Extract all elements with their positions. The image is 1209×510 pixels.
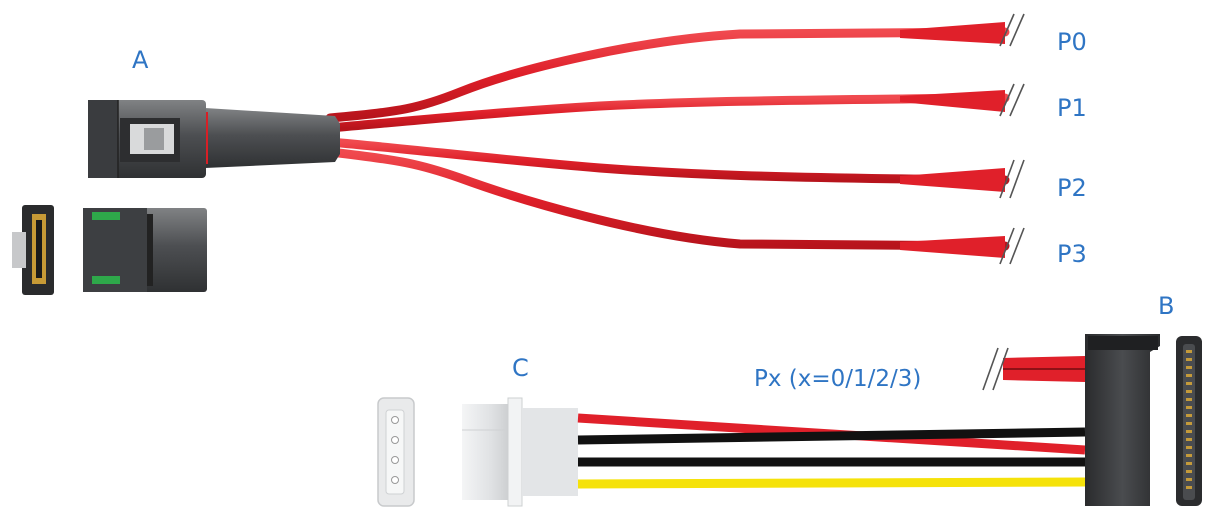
label-p0: P0 xyxy=(1057,28,1087,56)
label-px: Px (x=0/1/2/3) xyxy=(754,366,921,392)
fanout-cables xyxy=(325,27,1010,251)
label-p3: P3 xyxy=(1057,240,1087,268)
cable-p2 xyxy=(325,137,1010,185)
cable-p1 xyxy=(325,93,1010,133)
connector-c xyxy=(377,397,578,507)
sata-plug-body xyxy=(1085,334,1160,506)
wire-yellow xyxy=(577,477,1086,489)
cable-p3 xyxy=(325,147,1010,251)
molex-body xyxy=(462,404,512,500)
receptacle-end-view xyxy=(12,205,54,295)
wire-black-1 xyxy=(577,427,1086,445)
label-a: A xyxy=(132,46,149,74)
break-marks xyxy=(999,13,1025,265)
connector-b xyxy=(1085,334,1202,506)
connector-a xyxy=(88,13,1025,265)
label-p1: P1 xyxy=(1057,94,1087,122)
label-c: C xyxy=(512,354,529,382)
sata-data-cable xyxy=(982,347,1085,391)
label-p2: P2 xyxy=(1057,174,1087,202)
cable-ends xyxy=(900,22,1005,258)
labels: A B C P0 P1 P2 P3 Px (x=0/1/2/3) xyxy=(132,28,1174,392)
label-b: B xyxy=(1158,292,1174,320)
power-wires xyxy=(577,413,1086,489)
cable-p0 xyxy=(325,27,1010,123)
cable-boot xyxy=(205,108,340,168)
receptacle-side-view xyxy=(83,208,207,292)
